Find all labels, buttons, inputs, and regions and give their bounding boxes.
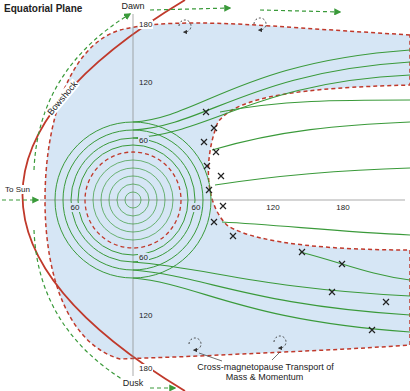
axis-number: 180 bbox=[335, 203, 350, 212]
axis-number-box: 60 bbox=[70, 203, 81, 212]
x-mark bbox=[213, 149, 219, 155]
axis-number-box: 180 bbox=[138, 364, 153, 373]
direction-label: Dusk bbox=[122, 378, 145, 388]
axis-number: 60 bbox=[138, 253, 149, 262]
axis-number-box: 120 bbox=[138, 311, 153, 320]
axis-line bbox=[133, 14, 134, 376]
magnetopause-region bbox=[45, 23, 410, 359]
direction-label: Dawn bbox=[120, 1, 145, 11]
closed-field-lines bbox=[55, 122, 211, 278]
bowshock-curve bbox=[23, 0, 186, 391]
leader-line bbox=[199, 352, 280, 361]
x-mark bbox=[299, 249, 305, 255]
axis-number: 60 bbox=[70, 203, 81, 212]
solar-wind-flow bbox=[2, 8, 340, 388]
reconnection-x-marks bbox=[201, 109, 389, 333]
x-mark bbox=[203, 109, 209, 115]
x-mark bbox=[369, 327, 375, 333]
diagram-title: Equatorial Plane bbox=[3, 3, 83, 14]
plasmasphere bbox=[85, 152, 181, 248]
x-mark bbox=[230, 233, 236, 239]
axis-number: 180 bbox=[138, 20, 153, 29]
axis-number-box: 180 bbox=[138, 20, 153, 29]
axis-line bbox=[40, 200, 405, 201]
axis-number-box: 60 bbox=[138, 253, 149, 262]
x-mark bbox=[329, 289, 335, 295]
transport-label-box: Cross-magnetopause Transport of Mass & M… bbox=[190, 362, 340, 383]
x-mark bbox=[218, 173, 224, 179]
x-mark bbox=[220, 203, 226, 209]
x-mark bbox=[383, 299, 389, 305]
axis-number: 120 bbox=[138, 311, 153, 320]
axis-number: 60 bbox=[138, 136, 149, 145]
direction-label-box: Dawn bbox=[120, 1, 145, 11]
x-mark bbox=[211, 125, 217, 131]
direction-label-box: Dusk bbox=[122, 378, 145, 388]
axis-number: 120 bbox=[138, 78, 153, 87]
axis-number: 120 bbox=[265, 203, 280, 212]
diagram-title-box: Equatorial Plane bbox=[3, 3, 83, 15]
field-lines bbox=[133, 50, 410, 332]
x-mark bbox=[206, 187, 212, 193]
sun-direction-label: To Sun bbox=[4, 185, 31, 194]
x-mark bbox=[201, 139, 207, 145]
axis-number-box: 60 bbox=[191, 203, 202, 212]
axis-number: 180 bbox=[138, 364, 153, 373]
x-mark bbox=[211, 219, 217, 225]
axis-number: 60 bbox=[191, 203, 202, 212]
axis-number-box: 180 bbox=[335, 203, 350, 212]
axis-number-box: 120 bbox=[138, 78, 153, 87]
axis-number-box: 60 bbox=[138, 136, 149, 145]
transport-label: Cross-magnetopause Transport of Mass & M… bbox=[196, 362, 334, 382]
vortex-symbol bbox=[179, 18, 286, 350]
x-mark bbox=[204, 163, 210, 169]
sun-direction-label-box: To Sun bbox=[4, 185, 31, 194]
x-mark bbox=[339, 261, 345, 267]
axis-number-box: 120 bbox=[265, 203, 280, 212]
